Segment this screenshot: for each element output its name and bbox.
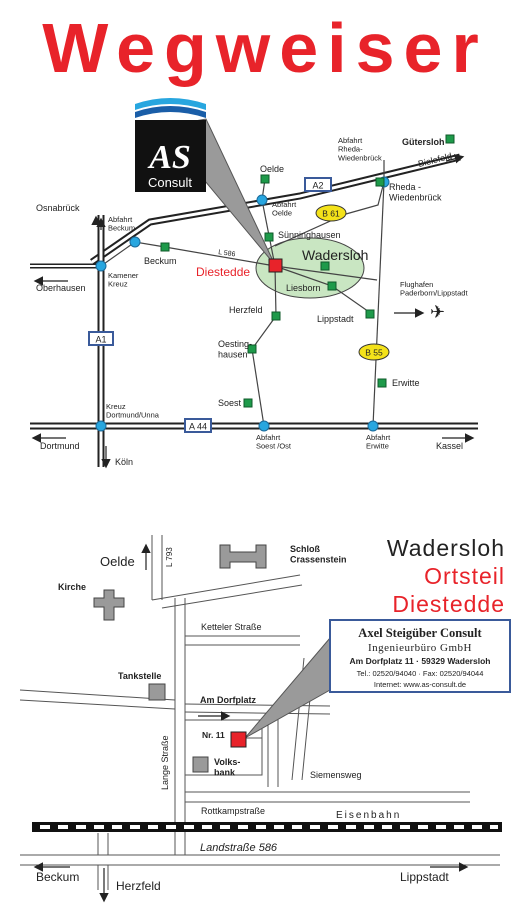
label-oelde: Oelde [260, 164, 284, 174]
local-map: Wadersloh Ortsteil Diestedde [19, 535, 511, 903]
logo-subtext: Consult [148, 175, 192, 190]
b61-shield [315, 204, 347, 222]
label-lippstadt: Lippstadt [317, 314, 354, 324]
local-label-lippstadt: Lippstadt [400, 870, 449, 884]
junction-dots [95, 176, 390, 432]
label-kassel: Kassel [436, 441, 463, 451]
wadersloh-area [255, 237, 365, 299]
local-label-volksbank: Volks-bank [214, 757, 240, 777]
label-oestinghausen: Oesting-hausen [218, 339, 252, 359]
info-phone: Tel.: 02520/94040 · Fax: 02520/94044 [357, 669, 484, 678]
local-label-ketteler: Ketteler Straße [201, 622, 262, 632]
local-label-tankstelle: Tankstelle [118, 671, 161, 681]
b55-shield [358, 343, 390, 361]
svg-text:A2: A2 [312, 181, 323, 191]
nr11-marker [230, 731, 247, 748]
local-label-siemensweg: Siemensweg [310, 770, 362, 780]
info-company: Axel Steigüber Consult [358, 626, 482, 640]
label-koeln: Köln [115, 457, 133, 467]
tankstelle-building [148, 683, 166, 701]
schloss-building [219, 544, 267, 569]
label-guetersloh: Gütersloh [402, 137, 445, 147]
label-dortmund: Dortmund [40, 441, 80, 451]
svg-text:A1: A1 [95, 335, 106, 345]
label-erwitte: Erwitte [392, 378, 420, 388]
local-label-lange-strasse: Lange Straße [160, 735, 170, 790]
airplane-icon: ✈ [430, 302, 445, 323]
a44-shield [184, 418, 212, 433]
label-oberhausen: Oberhausen [36, 283, 86, 293]
region-map: AS Consult [30, 98, 478, 469]
a2-shield [304, 177, 332, 192]
town-markers [160, 134, 455, 408]
label-diestedde: Diestedde [196, 265, 250, 279]
label-beckum: Beckum [144, 256, 177, 266]
volksbank-building [192, 756, 209, 773]
local-label-am-dorfplatz: Am Dorfplatz [200, 695, 256, 705]
local-label-herzfeld: Herzfeld [116, 879, 161, 893]
label-wadersloh: Wadersloh [302, 247, 368, 263]
local-label-landstrasse: Landstraße 586 [200, 842, 278, 854]
label-suenninghausen: Sünninghausen [278, 230, 341, 240]
local-label-beckum: Beckum [36, 870, 79, 884]
info-address: Am Dorfplatz 11 · 59329 Wadersloh [350, 656, 491, 666]
page-title: Wegweiser [42, 9, 487, 87]
svg-text:B 61: B 61 [322, 209, 340, 219]
label-rheda: Rheda -Wiedenbrück [389, 182, 442, 202]
label-herzfeld: Herzfeld [229, 305, 263, 315]
local-label-oelde: Oelde [100, 554, 135, 569]
local-heading-2: Ortsteil [424, 563, 505, 589]
kirche-building [93, 589, 125, 621]
info-internet: Internet: www.as-consult.de [374, 680, 466, 689]
local-label-nr11: Nr. 11 [202, 730, 225, 740]
logo-text: AS [147, 139, 191, 176]
local-heading-1: Wadersloh [387, 535, 505, 561]
info-box [329, 619, 511, 693]
label-liesborn: Liesborn [286, 283, 321, 293]
local-label-l793: L 793 [165, 547, 174, 567]
local-label-eisenbahn: Eisenbahn [336, 810, 401, 821]
diestedde-marker [268, 258, 283, 273]
label-soest: Soest [218, 398, 242, 408]
railway [32, 822, 502, 832]
local-label-kirche: Kirche [58, 582, 86, 592]
label-l586: L 586 [218, 249, 236, 258]
info-pointer [244, 636, 331, 739]
local-heading-3: Diestedde [392, 591, 505, 617]
label-b61-osnabrueck: Osnabrück [36, 203, 80, 213]
svg-text:A 44: A 44 [189, 422, 207, 432]
a1-shield [88, 331, 114, 346]
railway-ties [40, 825, 498, 829]
local-label-rottkamp: Rottkampstraße [201, 806, 265, 816]
svg-text:B 55: B 55 [365, 348, 383, 358]
as-consult-logo [135, 120, 206, 192]
info-subtitle: Ingenieurbüro GmbH [368, 642, 472, 654]
